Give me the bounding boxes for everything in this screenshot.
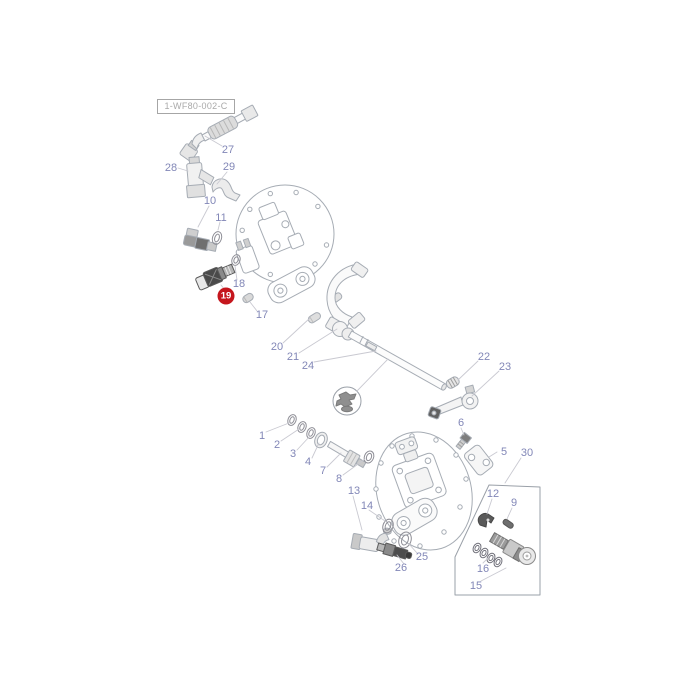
callout-15[interactable]: 15: [469, 580, 483, 592]
shift-fork-21: [325, 261, 369, 341]
sensor-19: [195, 263, 236, 291]
shift-rail-24: [347, 330, 447, 391]
front-housing: [235, 184, 343, 304]
callout-19[interactable]: 19: [217, 287, 235, 305]
oring-25: [398, 531, 412, 549]
callout-13[interactable]: 13: [347, 485, 361, 497]
detail-balloon: [332, 386, 362, 416]
callout-7[interactable]: 7: [319, 465, 327, 477]
callout-10[interactable]: 10: [203, 195, 217, 207]
callout-12[interactable]: 12: [486, 488, 500, 500]
oring-18: [231, 254, 241, 266]
pin-20: [307, 312, 321, 324]
leader-lines: [177, 135, 522, 582]
sleeve-4: [314, 431, 328, 449]
callout-1[interactable]: 1: [258, 430, 266, 442]
callout-8[interactable]: 8: [335, 473, 343, 485]
tee-fitting-28: [186, 156, 215, 199]
callout-24[interactable]: 24: [301, 360, 315, 372]
rear-housing: [373, 431, 473, 551]
washer-row: [287, 414, 375, 469]
callout-28[interactable]: 28: [164, 162, 178, 174]
callout-9[interactable]: 9: [510, 497, 518, 509]
callout-23[interactable]: 23: [498, 361, 512, 373]
callout-17[interactable]: 17: [255, 309, 269, 321]
callout-3[interactable]: 3: [289, 448, 297, 460]
washer-2: [297, 421, 307, 433]
part-ref-label: 1-WF80-002-C: [157, 99, 235, 114]
callout-5[interactable]: 5: [500, 446, 508, 458]
solenoid-15: [489, 532, 536, 565]
spring-22: [445, 376, 460, 389]
valve-shaft-7: [327, 440, 367, 469]
callout-20[interactable]: 20: [270, 341, 284, 353]
pin-9: [502, 518, 514, 529]
callout-27[interactable]: 27: [221, 144, 235, 156]
elbow-fitting-10: [182, 227, 218, 252]
sensor-26: [376, 542, 413, 560]
selector-lever-23: [427, 384, 479, 420]
washer-1: [287, 414, 297, 426]
plate-5: [464, 444, 494, 476]
callout-25[interactable]: 25: [415, 551, 429, 563]
pawl-12: [477, 512, 495, 528]
callout-16[interactable]: 16: [476, 563, 490, 575]
oring-8: [363, 450, 375, 464]
oring-11: [211, 231, 223, 245]
callout-29[interactable]: 29: [222, 161, 236, 173]
callout-2[interactable]: 2: [273, 439, 281, 451]
callout-26[interactable]: 26: [394, 562, 408, 574]
callout-18[interactable]: 18: [232, 278, 246, 290]
clamp-29: [211, 178, 241, 202]
callout-21[interactable]: 21: [286, 351, 300, 363]
callout-11[interactable]: 11: [215, 212, 227, 224]
callout-4[interactable]: 4: [304, 456, 312, 468]
pin-17: [242, 292, 254, 304]
bolt-6: [455, 431, 472, 450]
inset-box-30: [454, 484, 541, 596]
callout-14[interactable]: 14: [360, 500, 374, 512]
callout-6[interactable]: 6: [457, 417, 465, 429]
callout-30[interactable]: 30: [520, 447, 534, 459]
oring-14: [382, 518, 394, 534]
pipe-assembly-27: [179, 104, 259, 162]
callout-22[interactable]: 22: [477, 351, 491, 363]
